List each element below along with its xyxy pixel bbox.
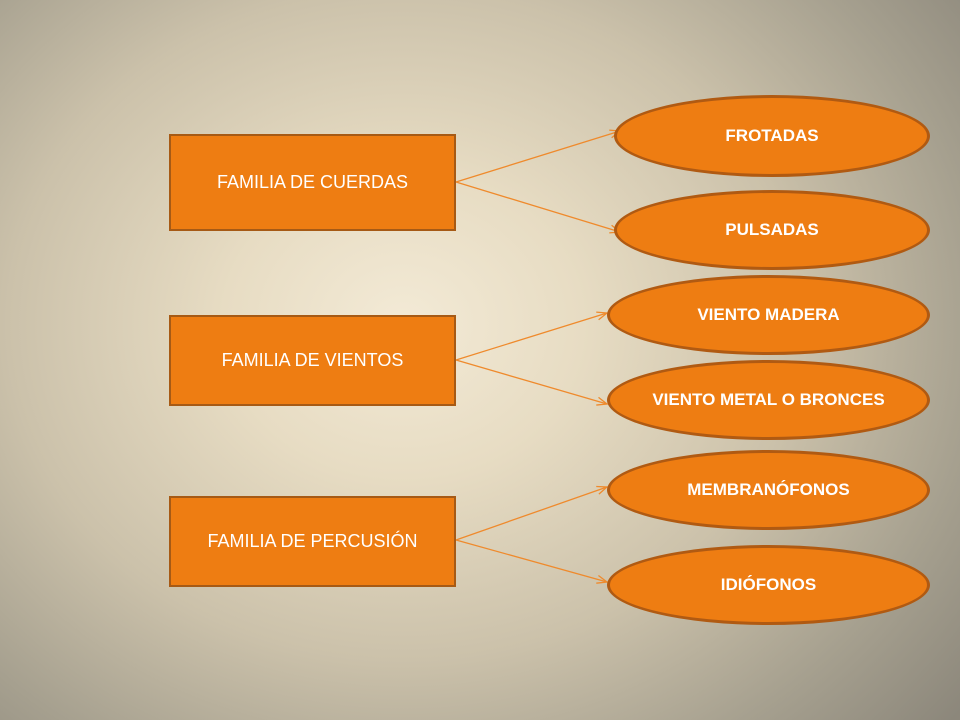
family-box-percusion: FAMILIA DE PERCUSIÓN: [169, 496, 456, 587]
category-oval-pulsadas: PULSADAS: [614, 190, 930, 270]
category-oval-frotadas: FROTADAS: [614, 95, 930, 177]
arrow-cuerdas-to-pulsadas: [455, 181, 620, 232]
category-label: FROTADAS: [725, 125, 819, 145]
family-box-vientos: FAMILIA DE VIENTOS: [169, 315, 456, 406]
family-box-cuerdas: FAMILIA DE CUERDAS: [169, 134, 456, 231]
family-label: FAMILIA DE PERCUSIÓN: [207, 531, 418, 551]
category-oval-membranofonos: MEMBRANÓFONOS: [607, 450, 930, 530]
category-oval-viento-metal: VIENTO METAL O BRONCES: [607, 360, 930, 440]
category-label: MEMBRANÓFONOS: [687, 479, 850, 499]
family-label: FAMILIA DE VIENTOS: [221, 350, 404, 370]
category-label: VIENTO METAL O BRONCES: [652, 389, 885, 409]
category-label: IDIÓFONOS: [720, 574, 817, 594]
family-label: FAMILIA DE CUERDAS: [216, 172, 409, 192]
arrow-vientos-to-viento-metal: [455, 359, 607, 404]
category-label: PULSADAS: [725, 219, 819, 239]
arrow-percusion-to-membranofonos: [455, 487, 607, 541]
category-oval-idiofonos: IDIÓFONOS: [607, 545, 930, 625]
arrow-vientos-to-viento-madera: [455, 313, 607, 361]
category-label: VIENTO MADERA: [697, 304, 840, 324]
category-oval-viento-madera: VIENTO MADERA: [607, 275, 930, 355]
arrow-cuerdas-to-frotadas: [455, 131, 620, 183]
arrow-percusion-to-idiofonos: [455, 539, 607, 582]
